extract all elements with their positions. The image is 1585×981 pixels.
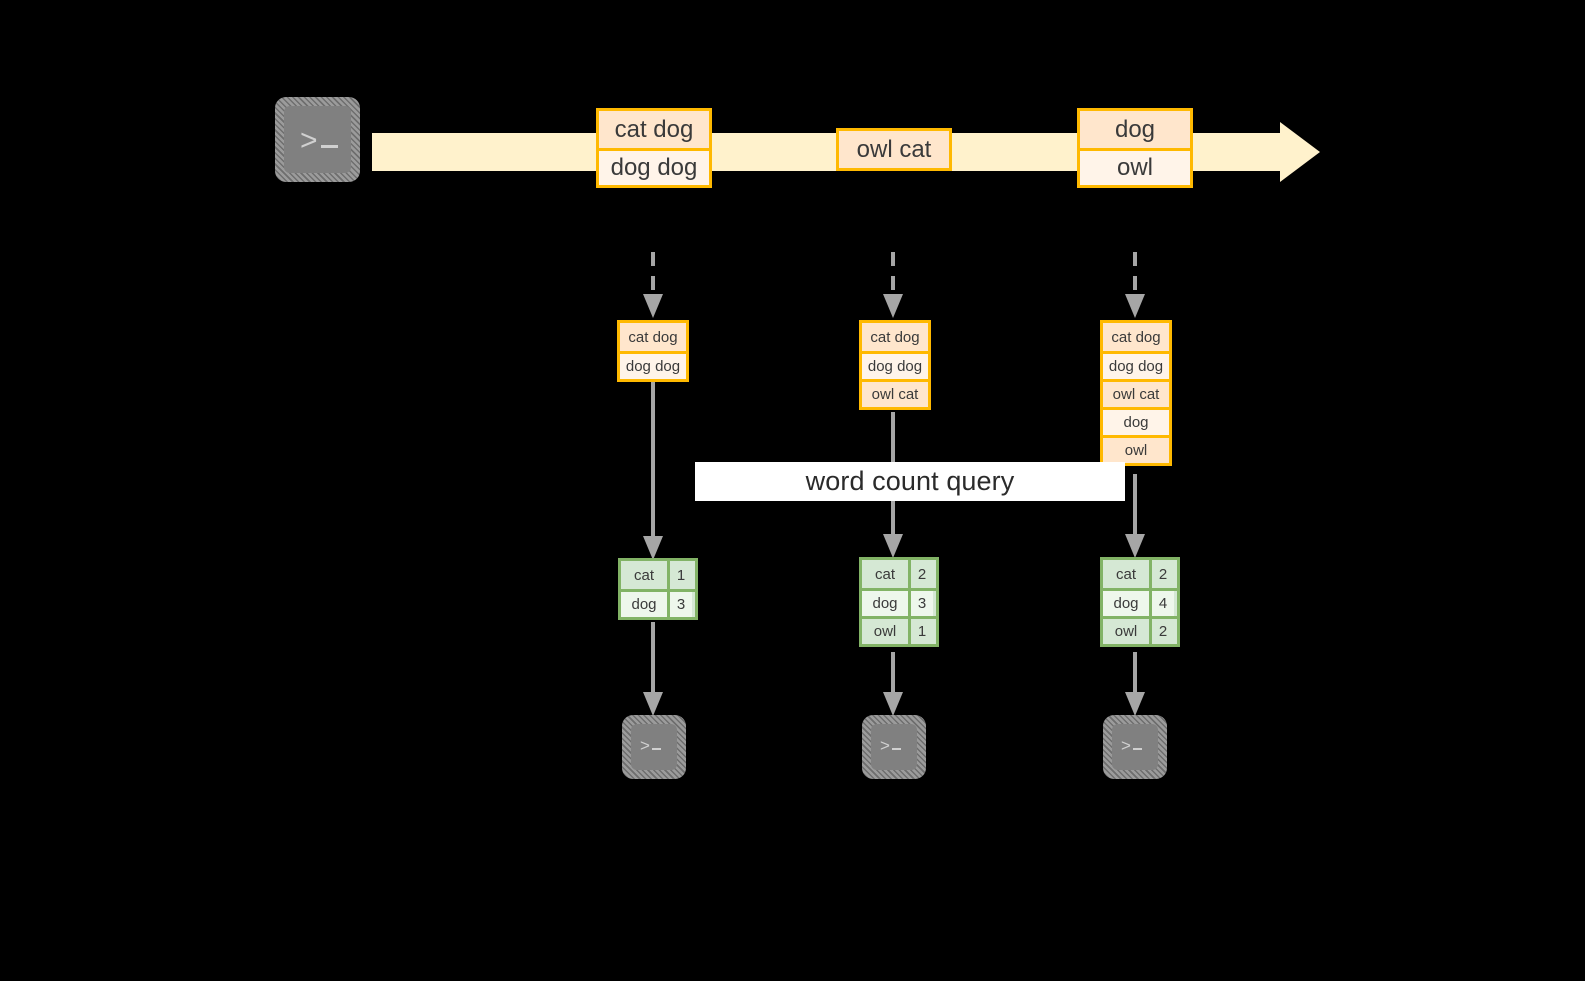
table-row: cat 2 [1103,560,1177,588]
result-table-3: cat 2 dog 4 owl 2 [1100,557,1180,647]
result-word: cat [621,561,667,589]
stream-group-3: dog owl [1077,108,1193,188]
terminal-prompt-glyph: > [1121,736,1143,755]
result-count: 2 [908,560,933,588]
connector-result-to-sink-1 [640,622,666,718]
terminal-prompt-glyph: > [640,736,662,755]
result-count: 3 [667,592,692,617]
prompt-underscore [651,747,662,750]
snapshot-box-1: cat dog dog dog [617,320,689,382]
query-label-band: word count query [695,462,1125,501]
result-word: owl [1103,619,1149,644]
terminal-screen [284,106,351,173]
snapshot-record: dog dog [620,351,686,379]
result-word: owl [862,619,908,644]
snapshot-record: owl cat [862,379,928,407]
snapshot-record: cat dog [620,323,686,351]
connector-result-to-sink-2 [880,652,906,718]
prompt-caret: > [640,736,650,755]
snapshot-box-3: cat dog dog dog owl cat dog owl [1100,320,1172,466]
stream-group-2: owl cat [836,128,952,171]
snapshot-record: dog [1103,407,1169,435]
prompt-caret: > [880,736,890,755]
result-word: dog [1103,591,1149,616]
table-row: cat 2 [862,560,936,588]
connector-result-to-sink-3 [1122,652,1148,718]
prompt-caret: > [1121,736,1131,755]
source-terminal-icon[interactable]: > [275,97,360,182]
snapshot-box-2: cat dog dog dog owl cat [859,320,931,410]
stream-record: owl cat [839,131,949,168]
snapshot-record: dog dog [862,351,928,379]
stream-record: owl [1080,148,1190,185]
terminal-screen [1112,724,1158,770]
result-table-1: cat 1 dog 3 [618,558,698,620]
result-word: dog [621,592,667,617]
result-word: cat [862,560,908,588]
prompt-caret: > [300,124,318,157]
stream-group-1: cat dog dog dog [596,108,712,188]
result-table-2: cat 2 dog 3 owl 1 [859,557,939,647]
stream-record: cat dog [599,111,709,148]
connector-snapshot-to-result-3 [1122,474,1148,560]
terminal-prompt-glyph: > [300,126,338,156]
table-row: owl 2 [1103,616,1177,644]
result-count: 1 [667,561,692,589]
snapshot-record: cat dog [1103,323,1169,351]
stream-record: dog [1080,111,1190,148]
terminal-screen [871,724,917,770]
result-count: 3 [908,591,933,616]
terminal-screen [631,724,677,770]
connector-snapshot-to-result-1 [640,382,666,562]
snapshot-record: cat dog [862,323,928,351]
result-count: 1 [908,619,933,644]
snapshot-record: dog dog [1103,351,1169,379]
result-count: 2 [1149,619,1174,644]
table-row: dog 3 [862,588,936,616]
result-word: cat [1103,560,1149,588]
snapshot-record: owl [1103,435,1169,463]
prompt-underscore [1132,747,1143,750]
result-count: 4 [1149,591,1174,616]
sink-terminal-icon-3[interactable]: > [1103,715,1167,779]
stream-record: dog dog [599,148,709,185]
prompt-underscore [321,144,338,148]
sink-terminal-icon-1[interactable]: > [622,715,686,779]
sink-terminal-icon-2[interactable]: > [862,715,926,779]
terminal-prompt-glyph: > [880,736,902,755]
table-row: dog 3 [621,589,695,617]
snapshot-record: owl cat [1103,379,1169,407]
prompt-underscore [891,747,902,750]
connector-stream-to-snapshot-2 [880,252,906,320]
result-word: dog [862,591,908,616]
query-label: word count query [805,466,1015,496]
connector-stream-to-snapshot-1 [640,252,666,320]
table-row: dog 4 [1103,588,1177,616]
result-count: 2 [1149,560,1174,588]
table-row: owl 1 [862,616,936,644]
connector-stream-to-snapshot-3 [1122,252,1148,320]
table-row: cat 1 [621,561,695,589]
